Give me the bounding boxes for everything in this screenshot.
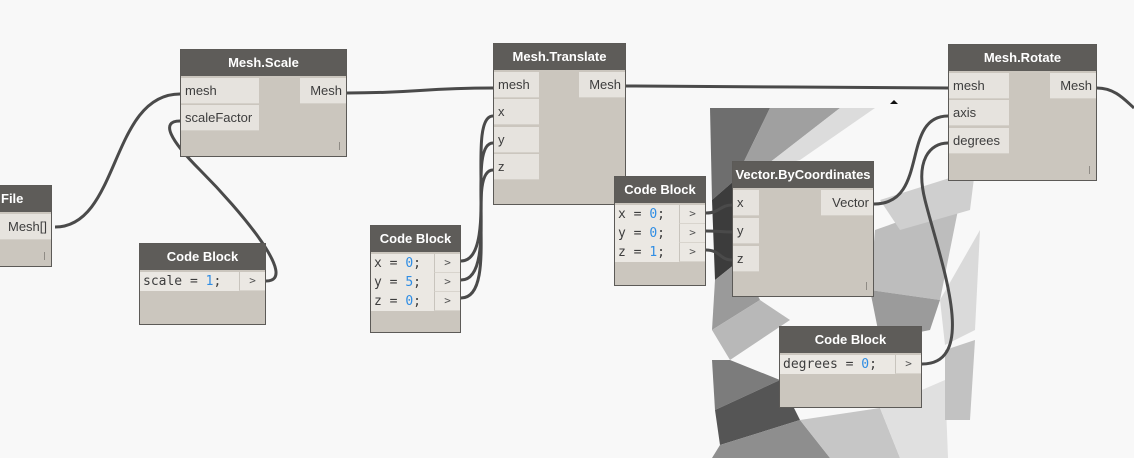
code-line[interactable]: z = 1; — [615, 243, 679, 262]
code-number: 5 — [405, 275, 414, 290]
input-port-mesh[interactable]: mesh — [494, 72, 539, 98]
code-block-scale[interactable]: Code Block scale = 1; > — [139, 243, 266, 325]
node-title: Mesh.Rotate — [949, 45, 1096, 71]
node-title: Code Block — [371, 226, 460, 252]
node-title: Mesh.Translate — [494, 44, 625, 70]
output-port-z[interactable]: > — [434, 292, 460, 311]
resize-grip — [866, 282, 867, 290]
output-port-x[interactable]: > — [679, 205, 705, 224]
code-number: 0 — [405, 256, 414, 271]
code-block-degrees[interactable]: Code Block degrees = 0; > — [779, 326, 922, 408]
output-port[interactable]: > — [895, 355, 921, 374]
node-title: Mesh.Scale — [181, 50, 346, 76]
preview-marker — [890, 100, 898, 104]
mesh-rotate-node[interactable]: Mesh.Rotate mesh axis degrees Mesh — [948, 44, 1097, 181]
input-port-z[interactable]: z — [733, 246, 759, 272]
output-port[interactable]: > — [239, 272, 265, 291]
output-port-y[interactable]: > — [679, 224, 705, 243]
output-port-x[interactable]: > — [434, 254, 460, 273]
resize-grip — [339, 142, 340, 150]
output-port-mesh[interactable]: Mesh — [579, 72, 625, 98]
code-variable: z — [618, 245, 626, 260]
code-line[interactable]: degrees = 0; — [780, 355, 895, 374]
code-number: 0 — [649, 207, 658, 222]
mesh-translate-node[interactable]: Mesh.Translate mesh x y z Mesh — [493, 43, 626, 205]
resize-grip — [1089, 166, 1090, 174]
output-port-mesh[interactable]: Mesh — [1050, 73, 1096, 99]
input-port-mesh[interactable]: mesh — [181, 78, 259, 104]
code-line[interactable]: x = 0; — [371, 254, 434, 273]
input-port-y[interactable]: y — [733, 218, 759, 244]
node-title: Vector.ByCoordinates — [733, 162, 873, 188]
code-line[interactable]: y = 0; — [615, 224, 679, 243]
node-title: Code Block — [140, 244, 265, 270]
output-port-mesh-array[interactable]: Mesh[] — [0, 214, 51, 240]
code-number: 1 — [649, 245, 658, 260]
code-variable: x — [618, 207, 626, 222]
code-variable: degrees — [783, 357, 838, 372]
output-port-z[interactable]: > — [679, 243, 705, 262]
code-variable: scale — [143, 274, 183, 289]
input-port-z[interactable]: z — [494, 154, 539, 180]
node-title: Code Block — [615, 177, 705, 203]
input-port-degrees[interactable]: degrees — [949, 128, 1009, 154]
output-port-y[interactable]: > — [434, 273, 460, 292]
code-line[interactable]: scale = 1; — [140, 272, 239, 291]
code-number: 0 — [861, 357, 870, 372]
code-block-axis[interactable]: Code Block x = 0; y = 0; z = 1; > > > — [614, 176, 706, 286]
code-number: 0 — [649, 226, 658, 241]
code-variable: x — [374, 256, 382, 271]
code-number: 1 — [205, 274, 214, 289]
code-line[interactable]: z = 0; — [371, 292, 434, 311]
code-number: 0 — [405, 294, 414, 309]
code-line[interactable]: x = 0; — [615, 205, 679, 224]
code-variable: y — [618, 226, 626, 241]
node-title: Code Block — [780, 327, 921, 353]
input-port-mesh[interactable]: mesh — [949, 73, 1009, 99]
output-port-mesh[interactable]: Mesh — [300, 78, 346, 104]
resize-grip — [44, 252, 45, 260]
mesh-scale-node[interactable]: Mesh.Scale mesh scaleFactor Mesh — [180, 49, 347, 157]
code-variable: z — [374, 294, 382, 309]
output-port-vector[interactable]: Vector — [821, 190, 873, 216]
input-port-axis[interactable]: axis — [949, 100, 1009, 126]
code-block-translate[interactable]: Code Block x = 0; y = 5; z = 0; > > > — [370, 225, 461, 333]
file-node[interactable]: File Mesh[] — [0, 185, 52, 267]
input-port-y[interactable]: y — [494, 127, 539, 153]
code-line[interactable]: y = 5; — [371, 273, 434, 292]
vector-bycoordinates-node[interactable]: Vector.ByCoordinates x y z Vector — [732, 161, 874, 297]
node-title: File — [0, 186, 51, 212]
input-port-x[interactable]: x — [733, 190, 759, 216]
input-port-x[interactable]: x — [494, 99, 539, 125]
code-variable: y — [374, 275, 382, 290]
input-port-scalefactor[interactable]: scaleFactor — [181, 105, 259, 131]
